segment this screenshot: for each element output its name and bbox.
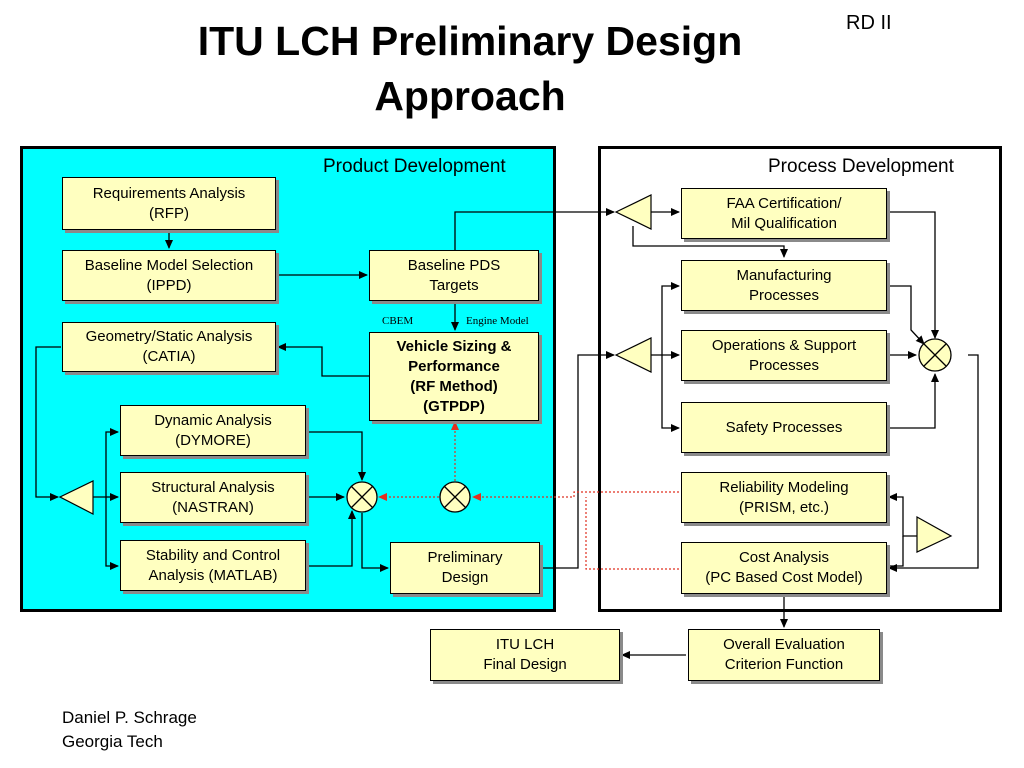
structural-analysis-box: Structural Analysis (NASTRAN) xyxy=(120,472,306,523)
reliability-modeling-box: Reliability Modeling (PRISM, etc.) xyxy=(681,472,887,523)
cbem-label: CBEM xyxy=(382,315,414,327)
author-org: Georgia Tech xyxy=(62,732,163,751)
final-design-box: ITU LCH Final Design xyxy=(430,629,620,681)
baseline-pds-targets-box: Baseline PDS Targets xyxy=(369,250,539,301)
process-development-label: Process Development xyxy=(768,156,954,177)
manufacturing-processes-box: Manufacturing Processes xyxy=(681,260,887,311)
operations-support-processes-box: Operations & Support Processes xyxy=(681,330,887,381)
preliminary-design-box: Preliminary Design xyxy=(390,542,540,594)
left-amplifier-triangle xyxy=(58,480,94,515)
requirements-analysis-box: Requirements Analysis (RFP) xyxy=(62,177,276,230)
product-development-label: Product Development xyxy=(323,156,506,177)
title-line-2: Approach xyxy=(374,73,566,119)
baseline-model-selection-box: Baseline Model Selection (IPPD) xyxy=(62,250,276,301)
title-line-1: ITU LCH Preliminary Design xyxy=(197,18,743,64)
performance-summing-junction xyxy=(439,481,471,513)
slide-title: ITU LCH Preliminary Design Approach xyxy=(0,14,940,124)
faa-certification-box: FAA Certification/ Mil Qualification xyxy=(681,188,887,239)
stability-control-analysis-box: Stability and Control Analysis (MATLAB) xyxy=(120,540,306,591)
analysis-summing-junction xyxy=(346,481,378,513)
process-summing-junction xyxy=(918,338,952,372)
dynamic-analysis-box: Dynamic Analysis (DYMORE) xyxy=(120,405,306,456)
vehicle-sizing-performance-box: Vehicle Sizing & Performance (RF Method)… xyxy=(369,332,539,421)
overall-evaluation-box: Overall Evaluation Criterion Function xyxy=(688,629,880,681)
faa-amplifier-triangle xyxy=(614,194,652,230)
author-name: Daniel P. Schrage xyxy=(62,708,197,727)
slide-tag: RD II xyxy=(846,12,892,34)
author-block: Daniel P. Schrage Georgia Tech xyxy=(62,706,197,754)
ops-amplifier-triangle xyxy=(614,337,652,373)
safety-processes-box: Safety Processes xyxy=(681,402,887,453)
cost-analysis-box: Cost Analysis (PC Based Cost Model) xyxy=(681,542,887,594)
cost-amplifier-triangle xyxy=(916,515,953,553)
geometry-static-analysis-box: Geometry/Static Analysis (CATIA) xyxy=(62,322,276,372)
engine-model-label: Engine Model xyxy=(466,315,529,327)
